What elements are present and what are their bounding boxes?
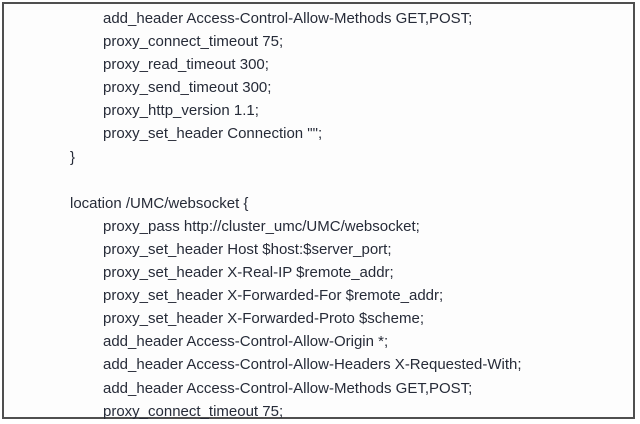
config-line: location /UMC/websocket { (70, 194, 249, 212)
config-line: proxy_set_header Connection ""; (103, 125, 323, 143)
config-line: proxy_send_timeout 300; (103, 79, 272, 97)
config-line: } (70, 148, 76, 166)
config-line: add_header Access-Control-Allow-Headers … (103, 356, 522, 374)
config-line: proxy_http_version 1.1; (103, 102, 259, 120)
config-snippet-frame: add_header Access-Control-Allow-Methods … (2, 2, 635, 420)
config-line (4, 169, 633, 192)
config-line: add_header Access-Control-Allow-Methods … (103, 379, 473, 397)
config-line: proxy_set_header X-Forwarded-Proto $sche… (103, 310, 424, 328)
config-line: proxy_set_header X-Real-IP $remote_addr; (103, 264, 394, 282)
config-line: proxy_pass http://cluster_umc/UMC/websoc… (103, 217, 420, 235)
config-line: proxy_set_header X-Forwarded-For $remote… (103, 287, 444, 305)
config-line: proxy_connect_timeout 75; (103, 402, 284, 420)
config-line: proxy_set_header Host $host:$server_port… (103, 240, 392, 258)
nginx-config-block: add_header Access-Control-Allow-Methods … (4, 4, 633, 423)
config-line: proxy_read_timeout 300; (103, 56, 269, 74)
config-line: proxy_connect_timeout 75; (103, 33, 284, 51)
config-line: add_header Access-Control-Allow-Origin *… (103, 333, 389, 351)
config-line: add_header Access-Control-Allow-Methods … (103, 10, 473, 27)
